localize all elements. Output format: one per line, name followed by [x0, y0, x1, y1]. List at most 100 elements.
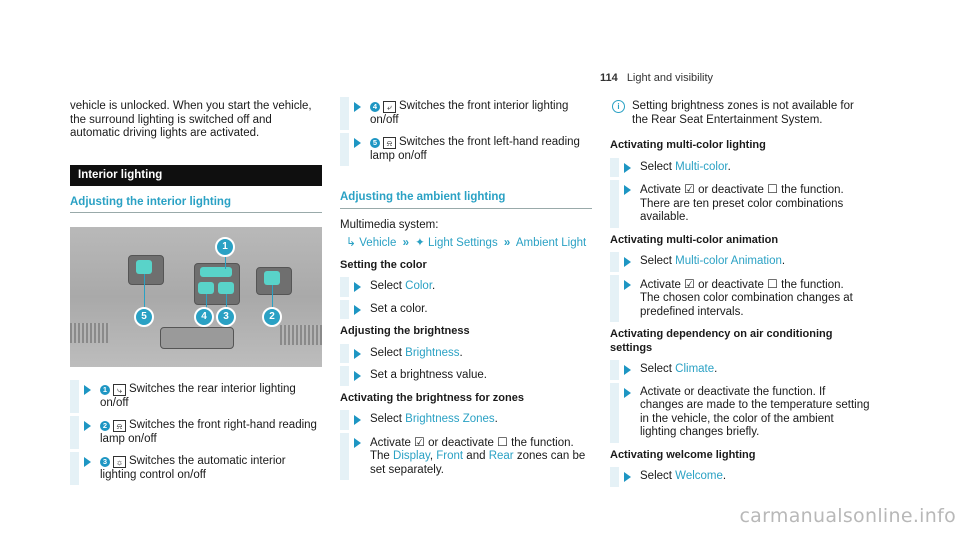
- step-text: Activate: [370, 436, 415, 449]
- arrow-icon: [84, 421, 91, 431]
- step-select-multicolor: Select Multi-color.: [610, 157, 870, 177]
- info-icon: i: [612, 100, 625, 113]
- sub-brightness-zones: Activating the brightness for zones: [340, 391, 524, 404]
- callout-5: 5: [134, 307, 154, 327]
- menu-ambient-light-link[interactable]: Ambient Light: [515, 237, 587, 249]
- display-link[interactable]: Display: [393, 450, 430, 462]
- step-front-lighting: 4⤶Switches the front interior lighting o…: [340, 97, 592, 130]
- info-note: i Setting brightness zones is not availa…: [610, 100, 870, 127]
- section-name: Light and visibility: [626, 72, 714, 84]
- step-bar: [340, 410, 349, 430]
- brightness-zones-link[interactable]: Brightness Zones: [405, 413, 495, 425]
- reading-lamp-icon: ⍾: [383, 137, 396, 149]
- note-text: Setting brightness zones is not availabl…: [632, 100, 854, 126]
- front-link[interactable]: Front: [436, 450, 464, 462]
- front-light-icon: ⤶: [383, 101, 396, 113]
- step-bar: [70, 380, 79, 413]
- number-4-icon: 4: [370, 102, 380, 112]
- step-bar: [340, 299, 349, 319]
- auto-light-icon: ☼: [113, 456, 126, 468]
- step-text: The: [370, 450, 394, 462]
- photo-right-switch: [264, 271, 280, 285]
- step-text: .: [722, 470, 727, 482]
- page-number: 114: [600, 72, 618, 84]
- number-3-icon: 3: [100, 457, 110, 467]
- column-2: 4⤶Switches the front interior lighting o…: [340, 97, 592, 486]
- step-text: Select: [640, 160, 676, 173]
- color-link[interactable]: Color: [405, 280, 433, 292]
- section-title-ambient: Adjusting the ambient lighting: [340, 191, 592, 209]
- column-3: i Setting brightness zones is not availa…: [610, 100, 870, 493]
- step-text: zones can be set separately.: [370, 450, 586, 476]
- column-1: vehicle is unlocked. When you start the …: [70, 100, 322, 491]
- arrow-icon: [84, 457, 91, 467]
- step-bar: [610, 157, 619, 177]
- multicolor-animation-link[interactable]: Multi-color Animation: [675, 255, 782, 267]
- step-bar: [340, 432, 349, 480]
- welcome-link[interactable]: Welcome: [675, 470, 723, 482]
- arrow-icon: [624, 365, 631, 375]
- photo-center-switch-top: [200, 267, 232, 277]
- step-bar: [610, 467, 619, 487]
- step-bar: [610, 180, 619, 228]
- sub-welcome: Activating welcome lighting: [610, 448, 756, 461]
- menu-light-settings-link[interactable]: Light Settings: [428, 237, 498, 249]
- checkbox-checked-icon: ☑: [414, 434, 425, 449]
- arrow-icon: [354, 282, 361, 292]
- step-text: There are ten preset color combinations …: [640, 197, 844, 224]
- arrow-icon: [624, 472, 631, 482]
- step-select-welcome: Select Welcome.: [610, 467, 870, 487]
- step-text: and: [463, 450, 489, 462]
- number-2-icon: 2: [100, 421, 110, 431]
- step-bar: [610, 360, 619, 380]
- sub-setting-color: Setting the color: [340, 258, 427, 271]
- multimedia-label: Multimedia system:: [340, 218, 439, 231]
- step-text: Select: [370, 346, 406, 359]
- overhead-control-panel-photo: 1 5 4 3 2: [70, 227, 322, 367]
- step-select-brightness: Select Brightness.: [340, 343, 592, 363]
- interior-lighting-banner: Interior lighting: [70, 164, 322, 186]
- step-text: Switches the rear interior lighting on/o…: [100, 383, 296, 409]
- step-bar: [610, 274, 619, 322]
- checkbox-empty-icon: ☐: [767, 276, 778, 291]
- menu-vehicle-link[interactable]: Vehicle: [359, 237, 397, 249]
- step-text: Switches the front right-hand reading la…: [100, 419, 317, 445]
- step-text: Select: [640, 363, 676, 375]
- checkbox-empty-icon: ☐: [497, 434, 508, 449]
- arrow-icon: [624, 257, 631, 267]
- callout-line-5: [144, 274, 145, 312]
- step-text: .: [459, 346, 463, 359]
- step-text: Select: [370, 413, 406, 425]
- callout-line-1: [225, 255, 226, 269]
- step-set-color: Set a color.: [340, 299, 592, 319]
- arrow-icon: [624, 279, 631, 290]
- section-title-interior: Adjusting the interior lighting: [70, 196, 322, 213]
- step-text: Switches the front interior lighting on/…: [370, 100, 569, 126]
- multicolor-link[interactable]: Multi-color: [675, 160, 728, 173]
- arrow-icon: [354, 304, 361, 315]
- number-5-icon: 5: [370, 138, 380, 148]
- step-text: the function.: [507, 436, 574, 449]
- step-text: The chosen color combination changes at …: [640, 292, 853, 318]
- step-text: .: [714, 363, 718, 375]
- climate-link[interactable]: Climate: [675, 363, 715, 375]
- arrow-icon: [354, 102, 361, 112]
- step-text: Select: [640, 255, 676, 267]
- rear-link[interactable]: Rear: [488, 450, 514, 462]
- callout-3: 3: [216, 307, 236, 327]
- arrow-icon: [354, 415, 361, 425]
- reading-lamp-icon: ⍾: [113, 420, 126, 432]
- step-select-color: Select Color.: [340, 277, 592, 297]
- step-text: .: [781, 255, 786, 267]
- chevron-right-icon: »: [503, 237, 511, 249]
- brightness-link[interactable]: Brightness: [405, 346, 460, 359]
- step-text: or deactivate: [694, 278, 768, 291]
- watermark: carmanualsonline.info: [739, 505, 956, 527]
- step-text: Switches the front left-hand reading lam…: [370, 136, 580, 162]
- menu-hook-icon: ↳: [346, 235, 357, 249]
- step-text: Activate or deactivate the function. If …: [640, 385, 870, 439]
- step-activate-climate: Activate or deactivate the function. If …: [610, 382, 870, 443]
- sub-animation: Activating multi-color animation: [610, 233, 779, 246]
- callout-line-3: [226, 294, 227, 312]
- arrow-icon: [84, 385, 91, 395]
